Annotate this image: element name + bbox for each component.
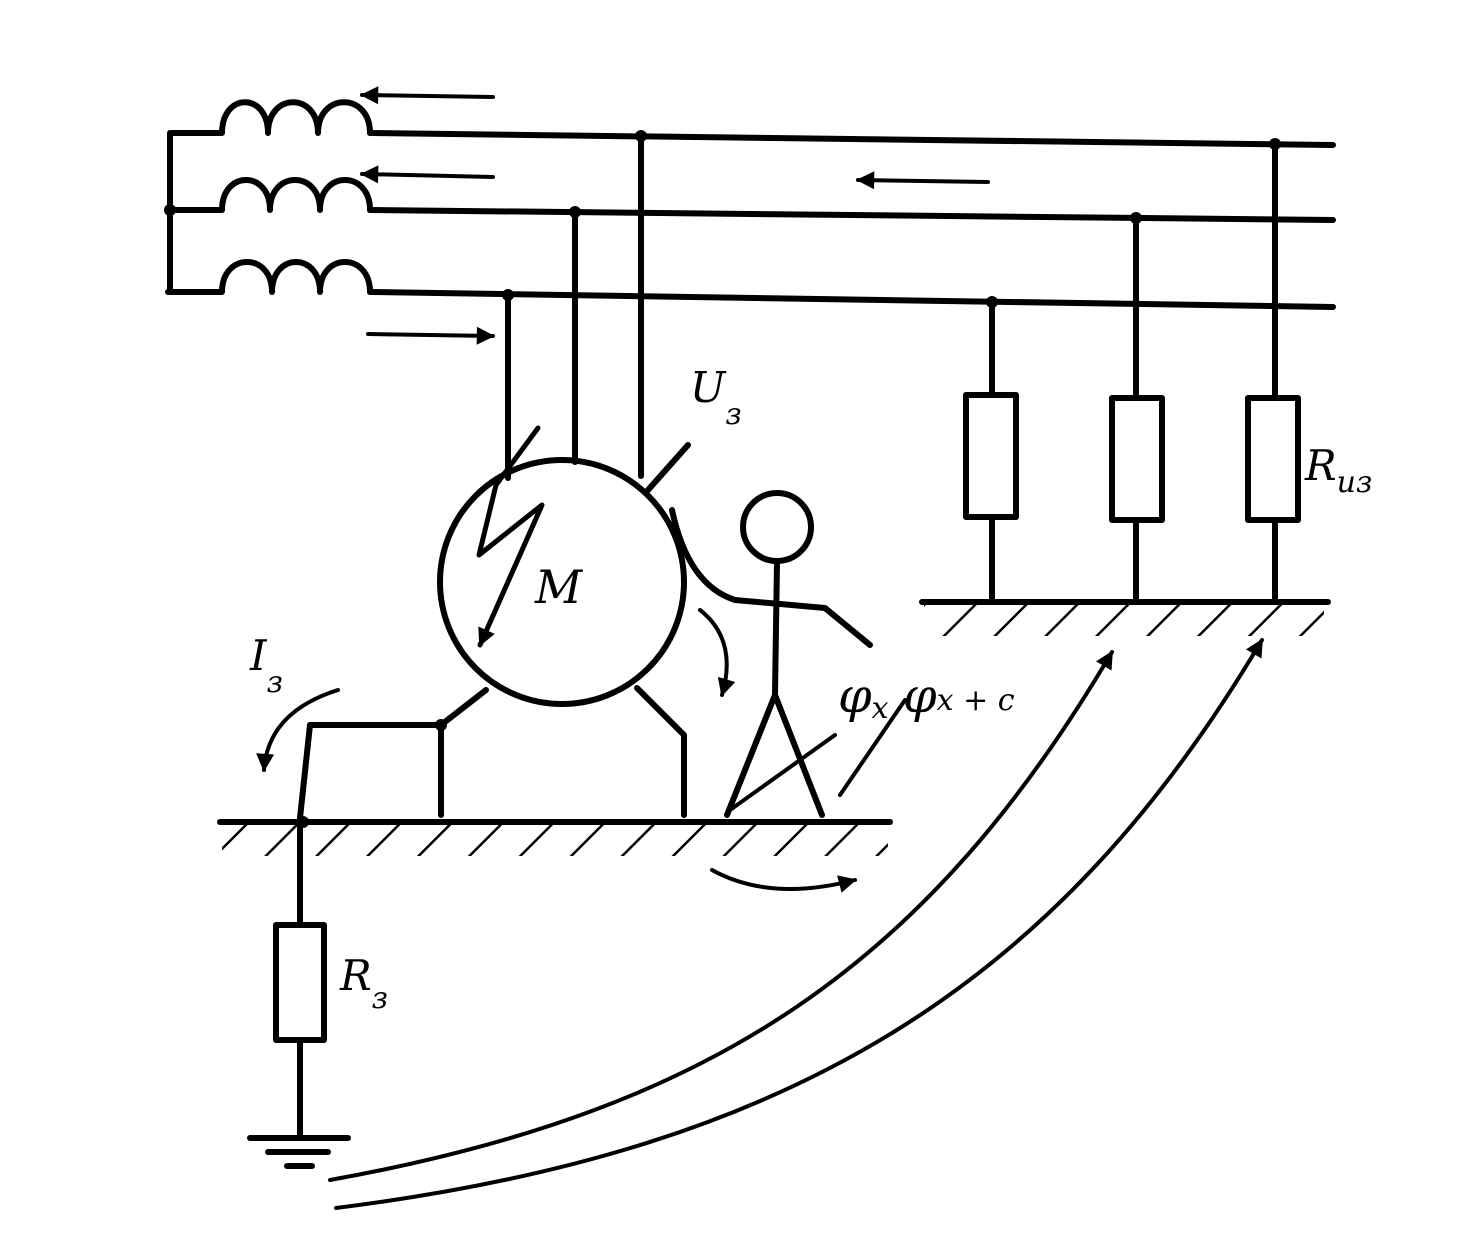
neutral-junction xyxy=(164,204,176,216)
motor-label: M xyxy=(534,560,584,614)
return-current-arrow-2 xyxy=(334,638,1264,1210)
potential-x-c-sub: x + c xyxy=(937,683,1015,718)
fault-current-label: Iз xyxy=(249,631,283,700)
ground-hatch xyxy=(924,602,1324,636)
motor-foot-left xyxy=(438,687,489,728)
person-torso xyxy=(772,558,780,698)
touch-voltage-leader xyxy=(645,442,691,493)
junction xyxy=(435,719,447,731)
insulation-resistor-3 xyxy=(1245,395,1301,523)
touch-voltage-sub: з xyxy=(725,397,741,432)
motor xyxy=(307,133,738,818)
fault-lightning-icon xyxy=(476,425,545,648)
earth-resistance-label: Rз xyxy=(339,951,388,1016)
motor-body-current-arrow xyxy=(698,608,736,697)
potential-x-c-leader xyxy=(838,698,907,797)
touch-voltage-main: U xyxy=(690,363,727,412)
insulation-resistance-label: Rиз xyxy=(1304,441,1372,500)
phase-line-2 xyxy=(367,207,1336,223)
insulation-resistance-main: R xyxy=(1304,441,1337,490)
arrow-left-icon xyxy=(360,165,495,184)
insulation-resistance-sub: из xyxy=(1337,465,1373,500)
winding-phase-1 xyxy=(169,99,373,136)
potential-x-label: φx xyxy=(838,668,889,726)
potential-x-main: φ xyxy=(838,668,872,724)
person-head xyxy=(740,490,814,564)
fault-current-main: I xyxy=(249,631,268,680)
earth-return-paths xyxy=(328,638,1264,1210)
fault-current-sub: з xyxy=(267,665,283,700)
insulation-resistor-1 xyxy=(963,392,1019,520)
ground-surface-left xyxy=(217,819,893,893)
potential-x-c-label: φx + c xyxy=(903,668,1015,724)
insulation-resistor-2 xyxy=(1109,395,1165,523)
fault-current-arrow xyxy=(256,688,340,772)
ground-surface-right xyxy=(919,599,1331,636)
motor-foot-right xyxy=(634,685,687,818)
potential-x-c-main: φ xyxy=(903,668,937,724)
person-left-arm xyxy=(732,597,873,648)
arrow-right-icon xyxy=(366,326,495,345)
protective-earthing xyxy=(247,688,351,1169)
phase-line-3 xyxy=(367,289,1336,310)
ground-hatch xyxy=(222,822,888,856)
generator-windings xyxy=(164,99,373,295)
arrow-left-icon xyxy=(360,86,495,105)
person-figure xyxy=(724,490,873,818)
person-left-leg xyxy=(724,692,778,818)
earth-resistance-sub: з xyxy=(372,981,388,1016)
line-current-arrows xyxy=(360,86,990,345)
touch-voltage-label: Uз xyxy=(690,363,742,432)
person-right-leg xyxy=(772,692,825,818)
potential-x-sub: x xyxy=(872,691,889,726)
phase-lines xyxy=(367,130,1336,310)
potential-x-leader xyxy=(728,733,837,812)
arrow-left-icon xyxy=(856,171,990,190)
winding-phase-2 xyxy=(165,177,373,213)
earth-resistance-main: R xyxy=(339,951,372,1000)
winding-phase-3 xyxy=(165,259,373,295)
junction xyxy=(297,816,309,828)
earth-wire xyxy=(297,722,313,821)
operator-hand-wire xyxy=(669,507,738,603)
return-current-arrow-1 xyxy=(328,650,1114,1182)
insulation-resistances xyxy=(963,141,1301,601)
earth-resistor xyxy=(273,922,327,1043)
phase-line-1 xyxy=(367,130,1336,148)
motor-housing xyxy=(437,457,687,707)
step-current-arrow xyxy=(710,868,857,893)
